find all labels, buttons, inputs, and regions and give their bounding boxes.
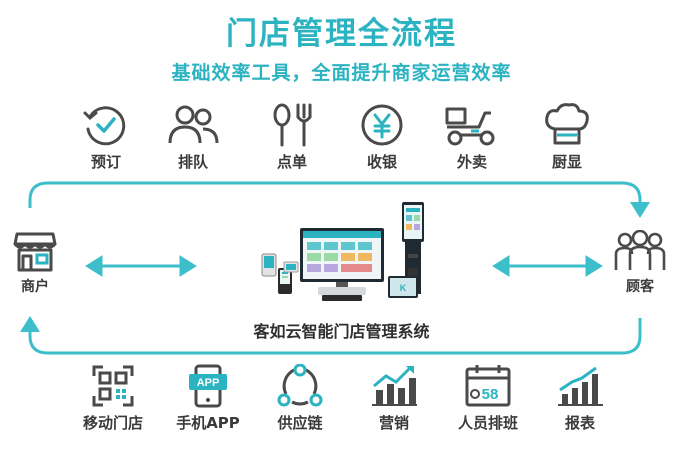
node-customers: 顾客 xyxy=(605,230,675,296)
pos-devices-illustration: K xyxy=(261,202,424,301)
feature-label: 人员排班 xyxy=(457,414,518,432)
feature-mobile-app: APP 手机APP xyxy=(168,364,248,433)
supply-chain-icon xyxy=(277,364,323,407)
node-customers-label: 顾客 xyxy=(626,279,654,295)
feature-cashier: 收银 xyxy=(342,103,422,172)
feature-label: 厨显 xyxy=(551,153,582,171)
feature-label: 排队 xyxy=(177,153,208,171)
feature-label: 报表 xyxy=(564,414,595,432)
feature-label: 外卖 xyxy=(456,153,487,171)
pos-monitor xyxy=(300,228,384,301)
feature-reservation: 预订 xyxy=(66,103,146,172)
feature-label: 供应链 xyxy=(277,414,323,432)
handheld-device xyxy=(261,253,299,294)
flow-arrow-up xyxy=(20,316,40,332)
feature-queue: 排队 xyxy=(153,103,233,172)
phone-app-icon: APP xyxy=(189,364,227,408)
calendar-schedule-icon: 58 xyxy=(465,365,511,407)
flow-arrow-down xyxy=(630,202,650,218)
svg-text:K: K xyxy=(400,283,407,293)
chef-hat-icon xyxy=(545,103,589,145)
report-chart-icon xyxy=(558,366,603,406)
feature-marketing: 营销 xyxy=(354,364,434,433)
scooter-icon xyxy=(445,107,495,146)
feature-delivery: 外卖 xyxy=(432,103,512,172)
page-subtitle: 基础效率工具，全面提升商家运营效率 xyxy=(171,62,512,84)
feature-label: 营销 xyxy=(378,414,409,432)
feature-staff-schedule: 58 人员排班 xyxy=(448,364,528,433)
feature-order: 点单 xyxy=(252,103,332,172)
center-system-label: 客如云智能门店管理系统 xyxy=(253,322,430,341)
page-title: 门店管理全流程 xyxy=(226,16,457,52)
node-merchant-label: 商户 xyxy=(21,279,49,295)
node-merchant: 商户 xyxy=(0,230,70,296)
marketing-chart-icon xyxy=(372,366,417,406)
feature-label: 移动门店 xyxy=(82,414,143,432)
clock-check-icon xyxy=(83,106,126,146)
qr-code-icon xyxy=(92,365,134,407)
people-queue-icon xyxy=(168,105,219,144)
customer-display: K xyxy=(388,276,418,298)
feature-supply-chain: 供应链 xyxy=(260,364,340,433)
customers-icon xyxy=(614,230,666,270)
app-badge-text: APP xyxy=(197,377,220,389)
feature-kitchen-display: 厨显 xyxy=(527,103,607,172)
yen-coin-icon xyxy=(361,104,403,146)
feature-label: 预订 xyxy=(90,153,121,171)
feature-label: 收银 xyxy=(366,153,397,171)
spoon-fork-icon xyxy=(273,103,312,147)
feature-label: 点单 xyxy=(276,153,307,171)
calendar-day-text: 58 xyxy=(482,386,499,403)
feature-mobile-store: 移动门店 xyxy=(73,364,153,433)
storefront-icon xyxy=(13,232,57,272)
feature-label: 手机APP xyxy=(176,414,240,432)
feature-reports: 报表 xyxy=(540,364,620,433)
